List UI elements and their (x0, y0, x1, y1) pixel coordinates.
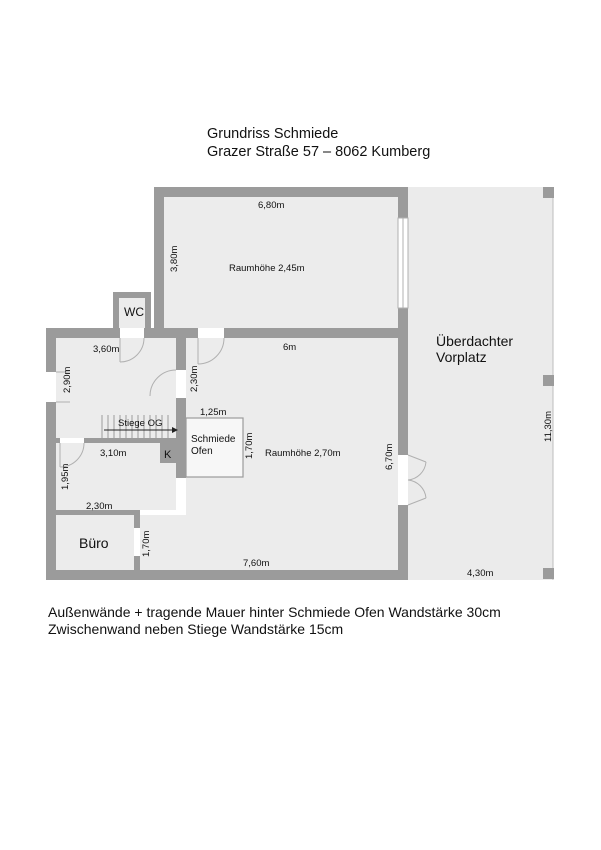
plan-address: Grazer Straße 57 – 8062 Kumberg (207, 144, 431, 160)
walls (46, 187, 408, 580)
raumhoehe-main-label: Raumhöhe 2,70m (265, 448, 341, 459)
dim-main-width: 6m (283, 342, 296, 353)
dim-stair-width: 3,10m (100, 448, 126, 459)
dim-top-height: 3,80m (169, 246, 180, 272)
vorplatz-label-2: Vorplatz (436, 349, 487, 365)
dim-bottom-width: 7,60m (243, 558, 269, 569)
dim-lower-left-height: 1,95m (60, 464, 71, 490)
raumhoehe-upper-label: Raumhöhe 2,45m (229, 263, 305, 274)
buero-label: Büro (79, 535, 109, 551)
dim-ofen-width: 1,25m (200, 407, 226, 418)
dim-left-width: 3,60m (93, 344, 119, 355)
column-marker (543, 375, 554, 386)
dim-top-width: 6,80m (258, 200, 284, 211)
dim-ofen-height: 1,70m (244, 433, 255, 459)
dim-main-height: 6,70m (384, 444, 395, 470)
dim-vorplatz-height: 11,30m (543, 411, 554, 442)
stair-arrow (104, 427, 178, 433)
dim-buero-height: 1,70m (141, 531, 152, 557)
plan-title: Grundriss Schmiede (207, 126, 339, 142)
column-marker (543, 187, 554, 198)
k-label: K (164, 449, 172, 461)
wall-note-1: Außenwände + tragende Mauer hinter Schmi… (48, 604, 501, 620)
stairs (101, 415, 169, 438)
wc-label: WC (124, 305, 144, 319)
wall-note-2: Zwischenwand neben Stiege Wandstärke 15c… (48, 621, 344, 637)
dim-left-height: 2,90m (62, 367, 73, 393)
dim-vorplatz-width: 4,30m (467, 568, 493, 579)
stiege-label: Stiege OG (118, 418, 162, 429)
dim-buero-width: 2,30m (86, 501, 112, 512)
dim-partition-height: 2,30m (189, 366, 200, 392)
k-box (160, 443, 176, 463)
vorplatz-label-1: Überdachter (436, 332, 513, 349)
column-marker (543, 568, 554, 579)
schmiede-ofen-box (185, 417, 244, 478)
schmiede-ofen-label-2: Ofen (191, 446, 213, 457)
vorplatz-area (404, 187, 554, 580)
schmiede-ofen-label-1: Schmiede (191, 434, 236, 445)
doors (46, 217, 427, 556)
